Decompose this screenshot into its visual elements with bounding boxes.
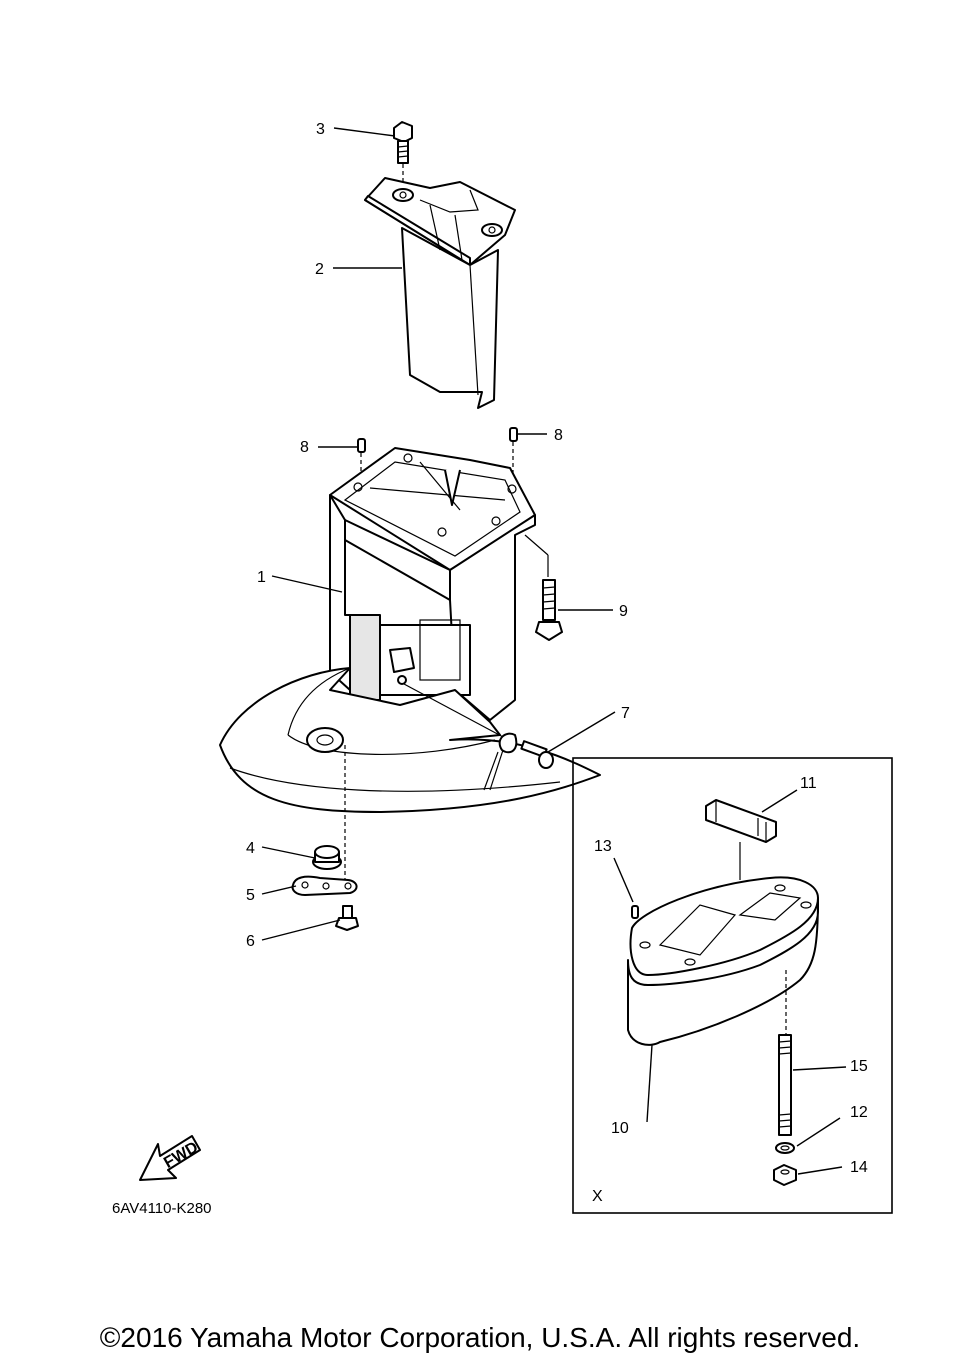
diagram-code: 6AV4110-K280 bbox=[112, 1200, 212, 1217]
callout-14: 13 bbox=[594, 838, 612, 855]
copyright-text: ©2016 Yamaha Motor Corporation, U.S.A. A… bbox=[99, 1322, 861, 1353]
inset-leader-lines bbox=[613, 789, 847, 1175]
part-7-screw[interactable] bbox=[403, 683, 554, 791]
part-12-washer[interactable] bbox=[775, 1142, 795, 1154]
callout-15: 15 bbox=[850, 1058, 868, 1075]
callout-13: 14 bbox=[850, 1159, 868, 1176]
part-11-seal[interactable] bbox=[705, 799, 777, 880]
part-13-nut[interactable] bbox=[773, 1164, 797, 1186]
callout-9: 9 bbox=[619, 603, 628, 620]
part-5-plate[interactable] bbox=[291, 875, 358, 896]
part-3-bolt[interactable] bbox=[393, 121, 413, 190]
inset-box bbox=[572, 757, 893, 1214]
callout-numbers: 3 2 8 8 1 9 7 4 5 6 11 13 15 10 12 14 X … bbox=[112, 121, 868, 1217]
callout-10: 10 bbox=[611, 1120, 629, 1137]
callout-2: 2 bbox=[315, 261, 324, 278]
leader-lines bbox=[261, 127, 616, 941]
callout-5: 5 bbox=[246, 887, 255, 904]
callout-12: 12 bbox=[850, 1104, 868, 1121]
part-6-bolt[interactable] bbox=[335, 905, 359, 931]
part-14-dowel-pin[interactable] bbox=[631, 905, 639, 919]
fwd-arrow-icon: FWD bbox=[139, 1135, 201, 1181]
part-8-dowel-pin-right[interactable] bbox=[509, 427, 518, 475]
callout-1: 1 bbox=[257, 569, 266, 586]
callout-6: 6 bbox=[246, 933, 255, 950]
callout-8-left: 8 bbox=[300, 439, 309, 456]
callout-4: 4 bbox=[246, 840, 255, 857]
callout-11: 11 bbox=[800, 775, 817, 792]
callout-8-right: 8 bbox=[554, 427, 563, 444]
part-9-bolt[interactable] bbox=[524, 534, 563, 641]
callout-7: 7 bbox=[621, 705, 630, 722]
part-2-exhaust-guide[interactable] bbox=[364, 177, 516, 409]
callout-3: 3 bbox=[316, 121, 325, 138]
part-4-grommet[interactable] bbox=[312, 845, 342, 870]
part-10-spacer[interactable] bbox=[627, 876, 819, 1046]
part-15-stud-bolt[interactable] bbox=[778, 1034, 792, 1136]
inset-label: X bbox=[592, 1188, 603, 1205]
part-1-upper-casing[interactable] bbox=[219, 447, 601, 813]
